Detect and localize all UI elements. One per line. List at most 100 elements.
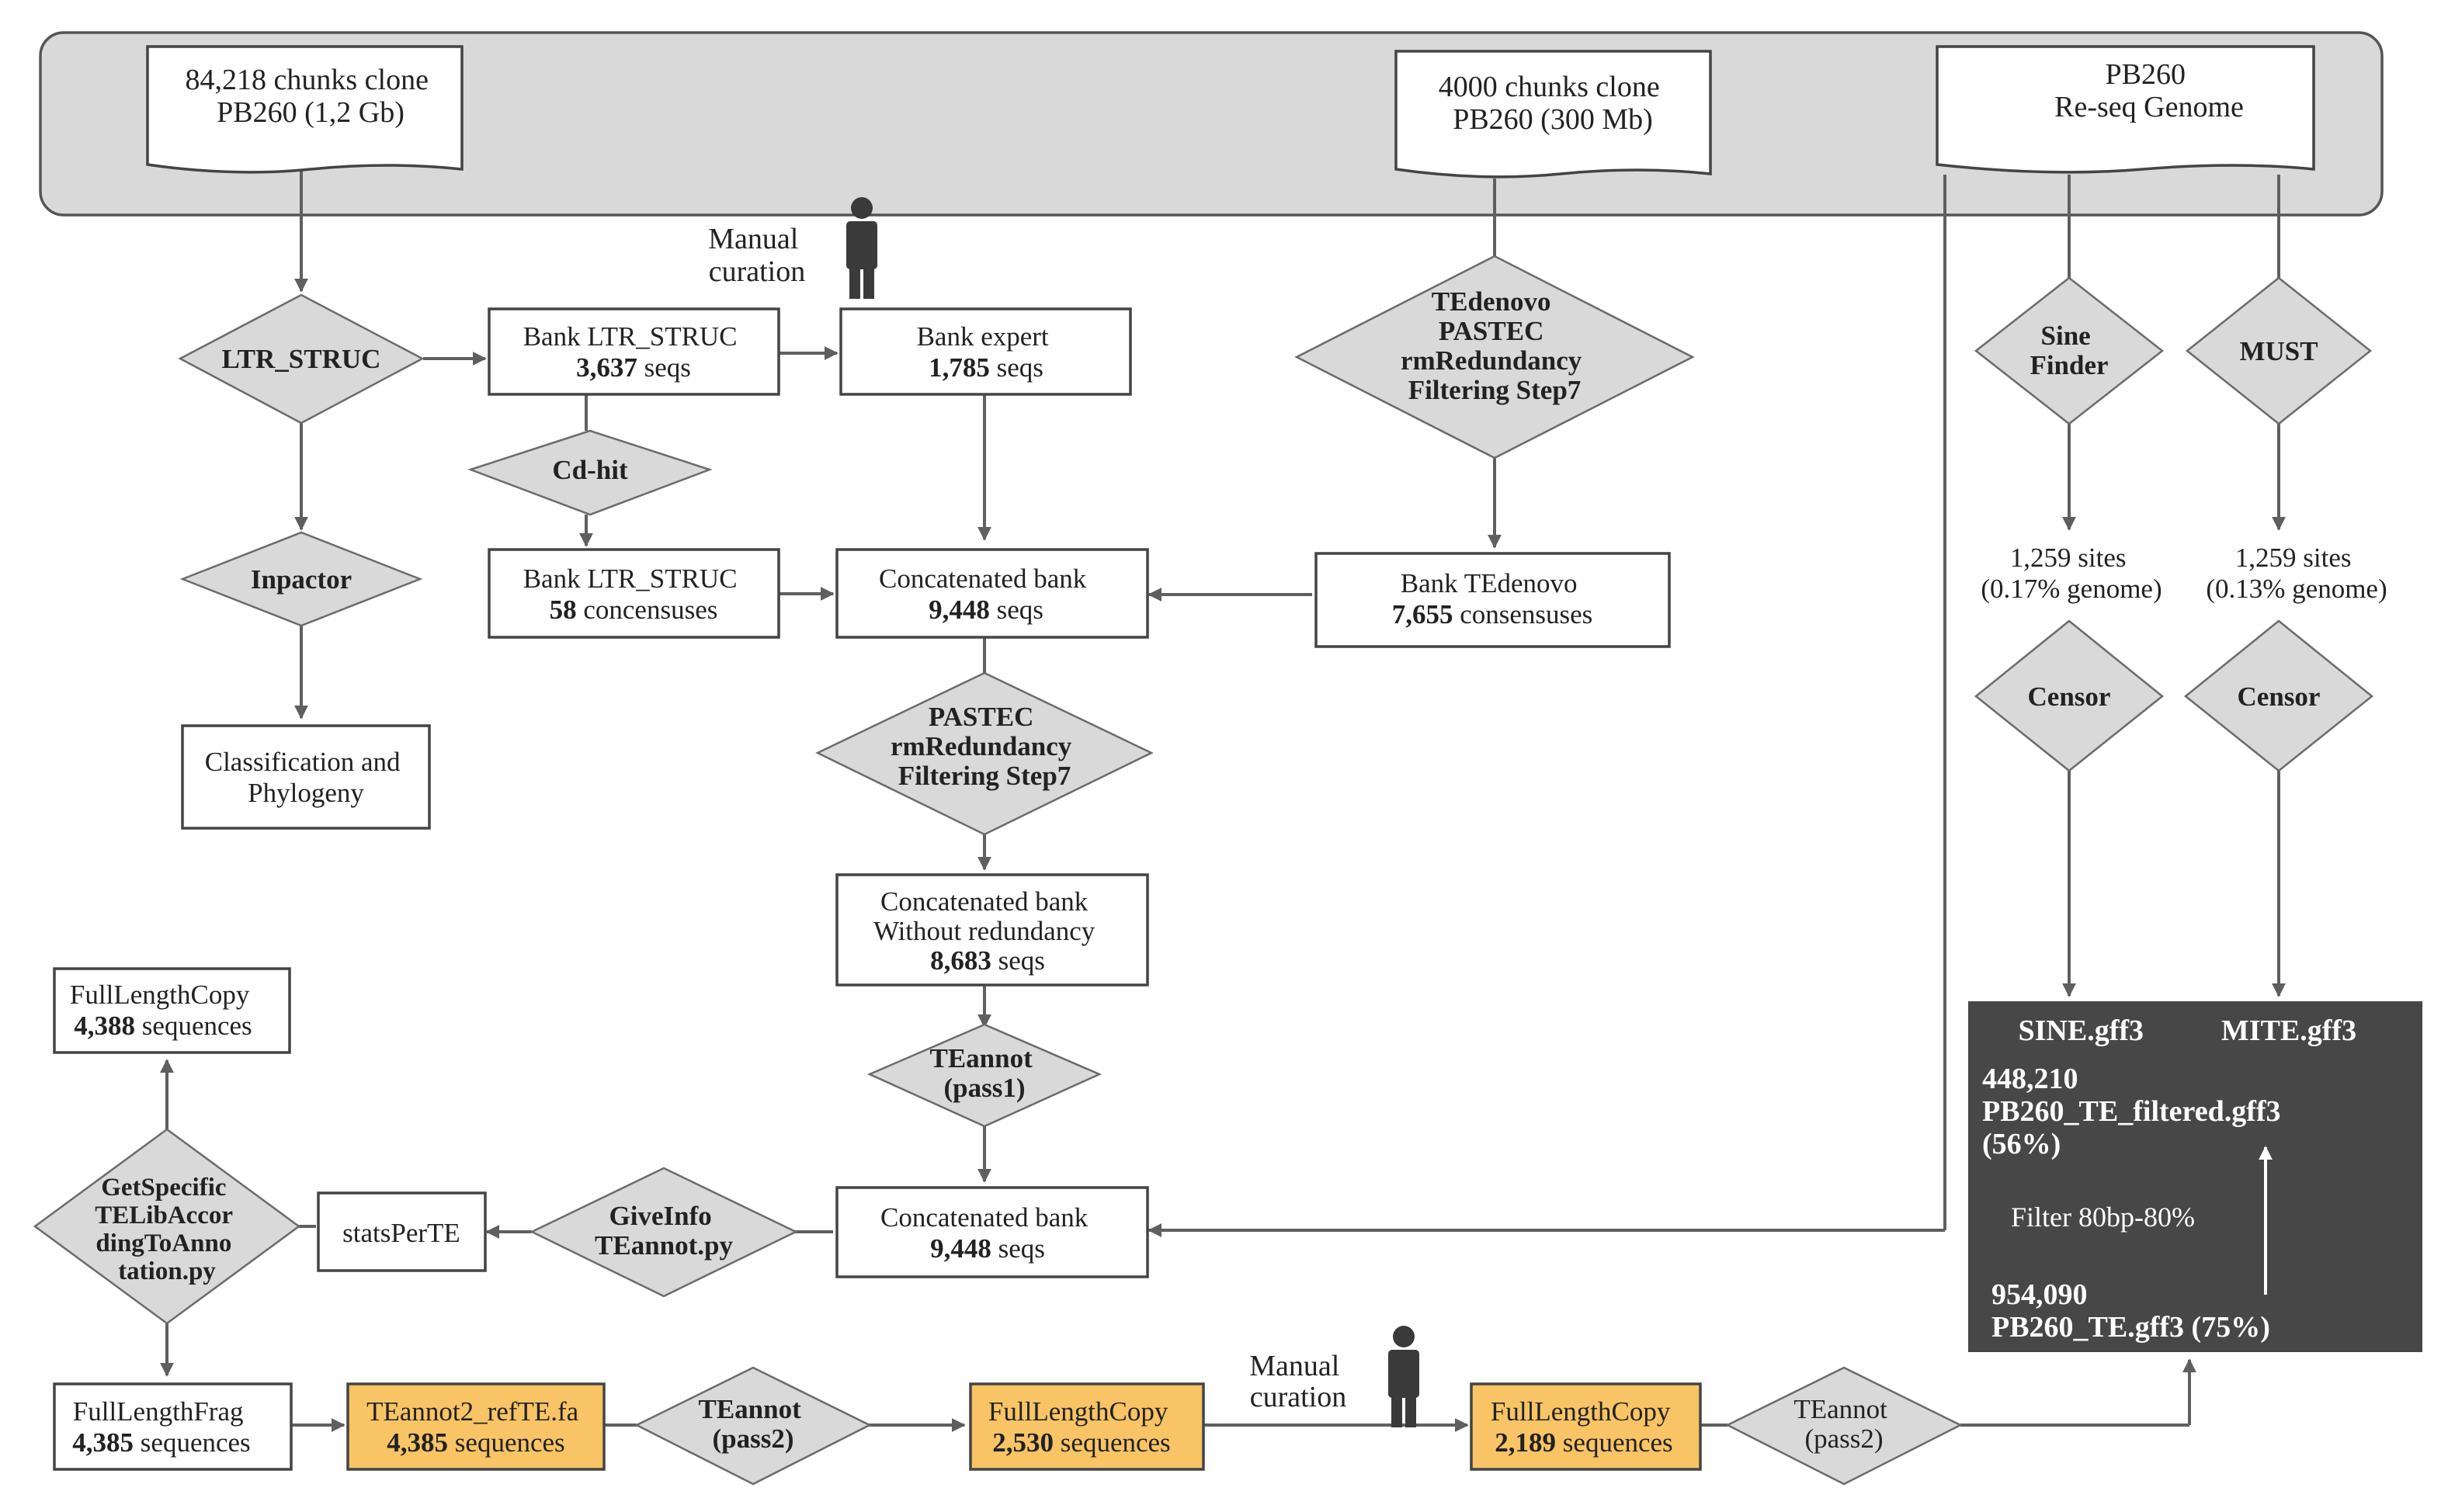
box-line: FullLengthFrag: [73, 1396, 244, 1427]
box-concatenated-bank-1: Concatenated bank 9,448 seqs: [835, 548, 1149, 639]
process-teannot-pass2-b: TEannot (pass2): [1725, 1366, 1963, 1486]
box-teannot2-refte: TEannot2_refTE.fa 4,385 sequences: [346, 1382, 606, 1471]
process-label: GetSpecific: [101, 1174, 226, 1202]
box-unit: consensuses: [1453, 599, 1592, 629]
svg-text:statsPerTE: statsPerTE: [342, 1218, 460, 1248]
box-bank-ltr-consensuses: Bank LTR_STRUC 58 concensuses: [488, 548, 780, 639]
svg-text:954,090 PB260_TE.gff3 (7: 954,090 PB260_TE.gff3 (75%): [1991, 1278, 2270, 1344]
box-count: 3,637: [576, 352, 637, 383]
process-sine-finder: Sine Finder: [1974, 276, 2165, 425]
sites-sine: 1,259 sites (0.17% genome): [1981, 543, 2162, 604]
box-count: 2,530: [992, 1427, 1054, 1458]
source-doc-reseq: PB260 Re-seq Genome: [1936, 45, 2315, 174]
box-concatenated-bank-2: Concatenated bank 9,448 seqs: [835, 1186, 1149, 1278]
box-count: 7,655: [1392, 599, 1453, 629]
box-count: 8,683: [930, 945, 991, 976]
full-file: PB260_TE.gff3 (75%): [1991, 1311, 2270, 1344]
box-line: Bank expert: [917, 321, 1049, 352]
box-bank-tedenovo: Bank TEdenovo 7,655 consensuses: [1314, 552, 1671, 648]
filter-label: Filter 80bp-80%: [2011, 1202, 2195, 1233]
process-label: PASTEC: [929, 702, 1034, 732]
box-unit: seqs: [990, 595, 1043, 625]
box-unit: sequences: [1054, 1427, 1171, 1458]
svg-text:FullLengthCopy 2,530 seq: FullLengthCopy 2,530 sequences: [988, 1396, 1175, 1458]
svg-text:FullLengthCopy 2,189 seq: FullLengthCopy 2,189 sequences: [1491, 1396, 1677, 1458]
box-fulllengthcopy-2189: FullLengthCopy 2,189 sequences: [1470, 1382, 1702, 1471]
box-line: FullLengthCopy: [988, 1396, 1168, 1427]
box-count: 9,448: [929, 595, 990, 625]
process-label: TEannot.py: [595, 1230, 733, 1261]
box-count: 4,388: [74, 1011, 135, 1041]
box-line: Phylogeny: [248, 778, 364, 808]
box-line: Classification and: [205, 747, 401, 777]
connectors: [160, 171, 2286, 1432]
svg-text:PB260 Re-seq Genome: PB260 Re-seq Genome: [2054, 58, 2244, 123]
box-classification-phylogeny: Classification and Phylogeny: [181, 724, 431, 830]
svg-text:448,210 PB260_TE_filtere: 448,210 PB260_TE_filtered.gff3 (56%): [1982, 1063, 2288, 1160]
process-label: TEannot: [1793, 1394, 1887, 1424]
svg-text:Concatenated bank Withou: Concatenated bank Without redundancy 8,6…: [873, 886, 1102, 976]
process-label: LTR_STRUC: [222, 344, 381, 374]
box-line: FullLengthCopy: [70, 980, 250, 1010]
process-getspecific-telib: GetSpecific TELibAccor dingToAnno tation…: [33, 1128, 301, 1325]
box-unit: seqs: [991, 1233, 1045, 1264]
svg-text:PASTEC rmRedundancy: PASTEC rmRedundancy Filtering Step7: [891, 702, 1078, 791]
svg-text:LTR_STRUC: LTR_STRUC: [222, 344, 381, 374]
process-censor-must: Censor: [2184, 619, 2373, 772]
process-label: Inpactor: [251, 564, 352, 595]
process-label: dingToAnno: [95, 1229, 231, 1257]
process-must: MUST: [2185, 276, 2373, 425]
process-label: Sine: [2041, 321, 2091, 351]
svg-text:TEannot (pass2): TEannot (pass2): [1793, 1394, 1894, 1454]
svg-text:MUST: MUST: [2239, 336, 2318, 366]
svg-text:1,259 sites (0.13% genom: 1,259 sites (0.13% genome): [2206, 543, 2387, 604]
process-cdhit: Cd-hit: [467, 429, 713, 516]
svg-text:Manual curation: Manual curation: [708, 223, 806, 288]
box-count: 4,385: [387, 1427, 448, 1458]
manual-curation-top: Manual curation: [708, 197, 877, 299]
source-line: PB260: [2106, 58, 2186, 91]
svg-text:TEannot (pass1): TEannot (pass1): [929, 1043, 1039, 1103]
source-line: Re-seq Genome: [2054, 91, 2244, 123]
box-statsperte: statsPerTE: [317, 1191, 487, 1272]
box-line: Bank LTR_STRUC: [523, 321, 738, 352]
process-label: rmRedundancy: [1401, 345, 1582, 376]
process-pastec-rmredundancy: PASTEC rmRedundancy Filtering Step7: [815, 671, 1154, 836]
person-icon: [1388, 1326, 1419, 1427]
svg-text:FullLengthFrag 4,385 seq: FullLengthFrag 4,385 sequences: [72, 1396, 250, 1458]
box-count: 2,189: [1495, 1427, 1556, 1458]
sine-gff-label: SINE.gff3: [2018, 1014, 2144, 1047]
svg-text:1,259 sites (0.17% genom: 1,259 sites (0.17% genome): [1981, 543, 2162, 604]
svg-text:Filter 80bp-80%: Filter 80bp-80%: [2011, 1202, 2195, 1233]
svg-text:GiveInfo TEannot.py: GiveInfo TEannot.py: [595, 1201, 733, 1261]
box-unit: sequences: [448, 1427, 565, 1458]
process-label: tation.py: [118, 1257, 216, 1285]
box-fulllengthcopy-2530: FullLengthCopy 2,530 sequences: [969, 1382, 1205, 1471]
source-line: PB260 (1,2 Gb): [217, 96, 405, 129]
box-line: Without redundancy: [873, 916, 1096, 946]
source-doc-clone-2: 4000 chunks clone PB260 (300 Mb): [1394, 50, 1712, 179]
process-label: Filtering Step7: [1408, 375, 1582, 405]
box-line: Concatenated bank: [879, 564, 1087, 594]
svg-text:Bank TEdenovo 7,655 cons: Bank TEdenovo 7,655 consensuses: [1392, 568, 1593, 629]
box-count: 4,385: [72, 1427, 134, 1458]
manual-curation-line: curation: [709, 255, 806, 288]
box-bank-expert: Bank expert 1,785 seqs: [839, 307, 1132, 396]
box-line: statsPerTE: [342, 1218, 460, 1248]
filtered-count: 448,210: [1982, 1063, 2078, 1095]
box-fulllengthfrag: FullLengthFrag 4,385 sequences: [53, 1382, 293, 1471]
mite-gff-label: MITE.gff3: [2221, 1014, 2356, 1047]
process-label: TEdenovo: [1432, 286, 1551, 317]
box-line: Bank TEdenovo: [1401, 568, 1578, 598]
process-ltr-struc: LTR_STRUC: [178, 293, 425, 425]
process-label: (pass2): [1804, 1424, 1883, 1454]
svg-text:Classification and Phylo: Classification and Phylogeny: [205, 747, 408, 808]
process-teannot-pass1: TEannot (pass1): [866, 1023, 1102, 1128]
box-unit: sequences: [135, 1011, 252, 1041]
svg-text:Censor: Censor: [2028, 681, 2111, 712]
svg-text:Censor: Censor: [2238, 681, 2321, 712]
process-label: TELibAccor: [95, 1202, 232, 1229]
process-teannot-pass2-a: TEannot (pass2): [634, 1366, 872, 1486]
box-unit: sequences: [134, 1427, 251, 1458]
svg-text:Manual curation: Manual curation: [1249, 1350, 1347, 1413]
